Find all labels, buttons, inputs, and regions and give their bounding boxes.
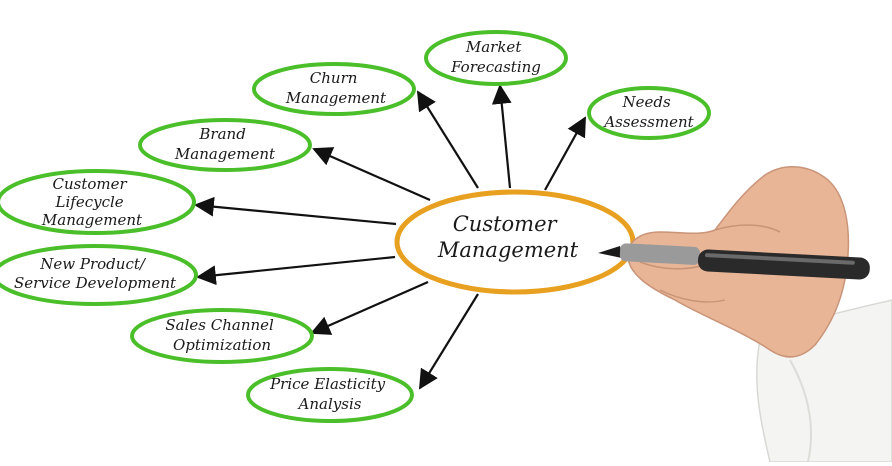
svg-text:Customer Lifecycle: Customer Lifecycle Management: [41, 175, 143, 229]
node-label-line: Service Development: [14, 274, 177, 292]
nodes-group: Market Forecasting Needs Assessment Chur…: [0, 30, 711, 423]
node-new-product-service-development: New Product/ Service Development: [0, 244, 198, 306]
node-label-line: New Product/: [39, 255, 147, 273]
node-customer-lifecycle-management: Customer Lifecycle Management: [0, 169, 196, 235]
hand-with-pen-illustration: [598, 166, 892, 463]
node-ring: [138, 118, 312, 172]
node-ring: [246, 367, 414, 423]
svg-text:New Product/ Service D: New Product/ Service Development: [14, 255, 177, 292]
node-label-line: Needs: [622, 93, 671, 111]
node-label-line: Management: [174, 145, 276, 163]
node-brand-management: Brand Management: [138, 118, 312, 172]
node-ring: [252, 62, 416, 116]
node-ring: [130, 308, 314, 364]
arrows-group: [194, 84, 586, 390]
node-sales-channel-optimization: Sales Channel Optimization: [130, 308, 314, 364]
arrow-to-brand-management: [312, 147, 431, 202]
svg-text:Churn Management: Churn Management: [285, 69, 387, 107]
arrow-to-new-product-service-development: [196, 255, 396, 286]
node-label-line: Price Elasticity: [269, 375, 386, 393]
thumb: [714, 224, 781, 233]
arrow-to-needs-assessment: [544, 116, 586, 191]
node-price-elasticity-analysis: Price Elasticity Analysis: [246, 367, 414, 423]
node-label-line: Market: [465, 38, 522, 56]
node-label-line: Sales Channel: [165, 316, 274, 334]
center-node: Customer Management: [394, 189, 636, 295]
arrow-to-market-forecasting: [491, 84, 512, 189]
center-label-line: Customer: [453, 212, 559, 236]
svg-text:Needs Assessment: Needs Assessment: [602, 93, 694, 131]
svg-text:Sales Channel Optimiza: Sales Channel Optimization: [165, 316, 278, 354]
arrow-to-sales-channel-optimization: [310, 280, 429, 335]
node-label-line: Churn: [310, 69, 358, 87]
pen-tip: [598, 246, 622, 258]
sleeve-fold: [789, 359, 812, 463]
node-churn-management: Churn Management: [252, 62, 416, 116]
svg-text:Price Elasticity Analy: Price Elasticity Analysis: [269, 375, 390, 413]
arrow-to-price-elasticity-analysis: [418, 293, 479, 390]
node-label-line: Customer: [53, 175, 128, 193]
node-label-line: Lifecycle: [55, 193, 124, 211]
pen-highlight: [704, 253, 855, 265]
node-label-line: Optimization: [173, 336, 271, 354]
svg-text:Market Forecasting: Market Forecasting: [450, 38, 541, 76]
center-label-line: Management: [437, 238, 579, 262]
node-ring: [587, 86, 711, 140]
finger-crease: [659, 289, 726, 303]
node-label-line: Management: [285, 89, 387, 107]
pen: [598, 243, 870, 280]
svg-text:Customer Management: Customer Management: [437, 212, 579, 262]
node-ring: [424, 30, 568, 86]
svg-text:Brand Management: Brand Management: [174, 125, 276, 163]
node-ring: [0, 244, 198, 306]
arrow-to-customer-lifecycle-management: [194, 196, 397, 226]
node-label-line: Assessment: [602, 113, 694, 131]
arrow-to-churn-management: [416, 90, 479, 189]
node-label-line: Forecasting: [450, 58, 541, 76]
node-label-line: Management: [41, 211, 143, 229]
node-ring: [0, 169, 196, 235]
node-market-forecasting: Market Forecasting: [424, 30, 568, 86]
pen-grip: [619, 243, 701, 265]
node-label-line: Brand: [198, 125, 245, 143]
node-label-line: Analysis: [297, 395, 362, 413]
node-needs-assessment: Needs Assessment: [587, 86, 711, 140]
